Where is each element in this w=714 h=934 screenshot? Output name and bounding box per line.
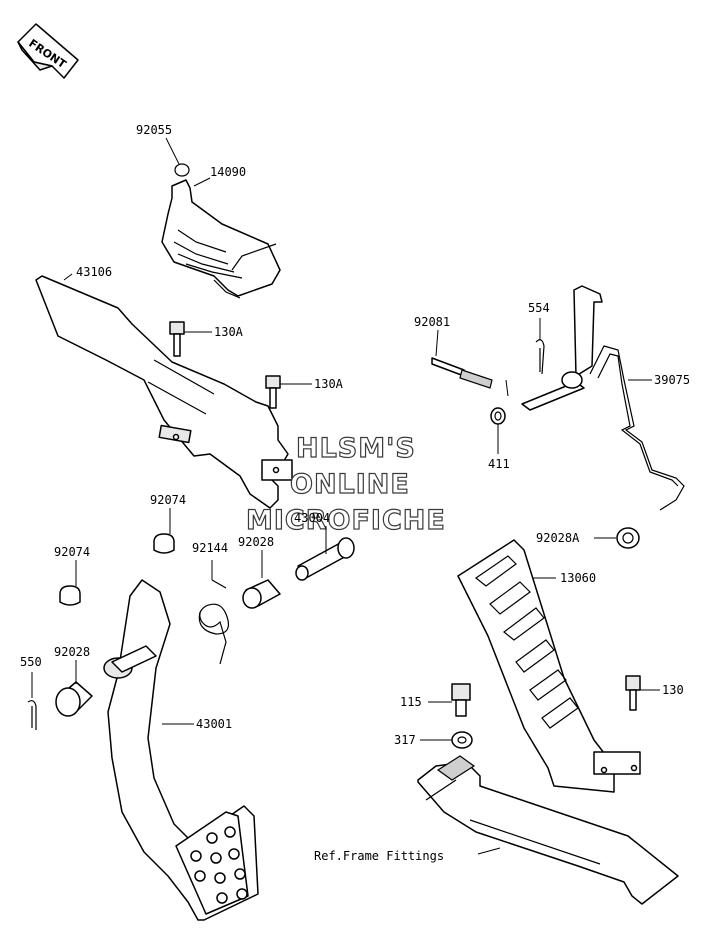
label-130a-upper: 130A: [214, 325, 244, 339]
label-92074-lower: 92074: [54, 545, 90, 559]
boot-14090: [161, 177, 281, 299]
label-43106: 43106: [76, 265, 112, 279]
spring-92144: [198, 560, 229, 665]
spring-92081: [431, 329, 509, 397]
frame-fittings: [417, 755, 679, 905]
watermark-line1: HLSM'S: [296, 433, 416, 464]
cap-92074-lower: [59, 560, 81, 606]
label-43004: 43004: [294, 511, 330, 525]
label-92028-upper: 92028: [238, 535, 274, 549]
bolt-130a-upper: [169, 321, 212, 357]
front-direction-badge: FRONT: [17, 23, 79, 79]
cotter-pin-550: [27, 672, 37, 730]
label-115: 115: [400, 695, 422, 709]
watermark-line3: MICROFICHE: [246, 505, 446, 536]
label-ref-frame-fittings: Ref.Frame Fittings: [314, 849, 444, 863]
lever-43106: [35, 273, 293, 509]
cotter-pin-554: [535, 318, 545, 375]
label-92028-lower: 92028: [54, 645, 90, 659]
label-92081: 92081: [414, 315, 450, 329]
label-550: 550: [20, 655, 42, 669]
washer-411: [490, 407, 506, 454]
label-92074-upper: 92074: [150, 493, 186, 507]
cap-92074-upper: [153, 508, 175, 554]
pedal-43001: [103, 579, 259, 921]
bolt-130a-lower: [265, 375, 312, 409]
label-130a-lower: 130A: [314, 377, 344, 391]
nut-317: [420, 731, 473, 749]
label-39075: 39075: [654, 373, 690, 387]
label-14090: 14090: [210, 165, 246, 179]
label-92144: 92144: [192, 541, 228, 555]
bolt-115: [428, 683, 471, 717]
bolt-130: [625, 675, 660, 711]
label-43001: 43001: [196, 717, 232, 731]
watermark: HLSM'S ONLINE MICROFICHE: [245, 432, 446, 536]
rod-39075: [521, 285, 685, 511]
o-ring-92055: [165, 137, 190, 177]
watermark-line2: ONLINE: [290, 469, 410, 500]
label-130: 130: [662, 683, 684, 697]
pin-43004: [295, 526, 355, 581]
label-554: 554: [528, 301, 550, 315]
bushing-92028a: [594, 527, 640, 549]
label-411: 411: [488, 457, 510, 471]
bushing-92028-lower: [55, 660, 93, 717]
label-317: 317: [394, 733, 416, 747]
bushing-92028-upper: [242, 550, 281, 609]
plate-13060: [457, 539, 641, 793]
label-92028a: 92028A: [536, 531, 580, 545]
label-13060: 13060: [560, 571, 596, 585]
label-92055: 92055: [136, 123, 172, 137]
